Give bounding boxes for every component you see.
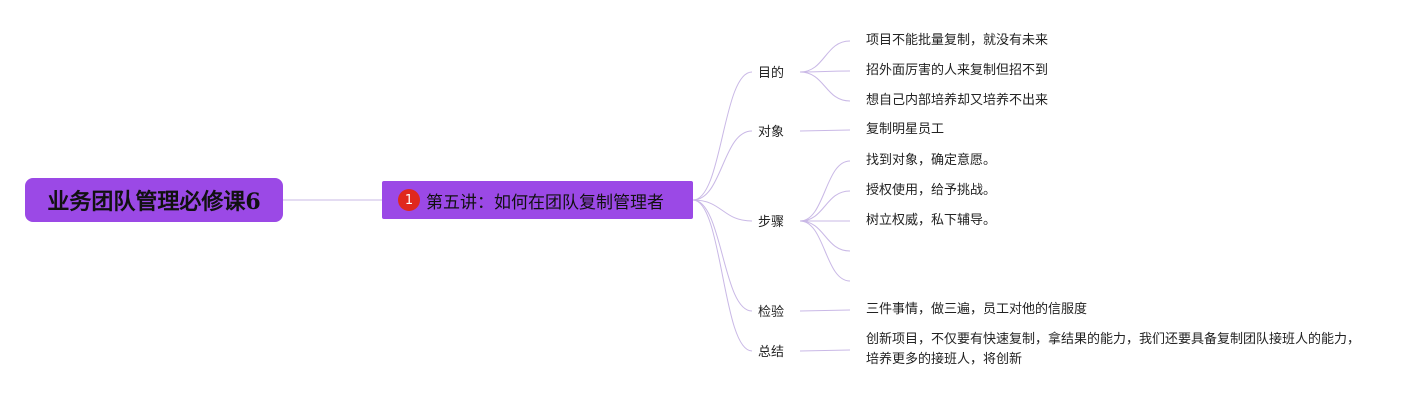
leaf-label: 树立权威，私下辅导。 — [866, 213, 997, 228]
connector-main-branch-3 — [692, 199, 753, 312]
branch-check[interactable]: 检验 — [758, 301, 784, 320]
connector-branch-2-leaf-3 — [799, 220, 851, 252]
connector-branch-2-leaf-4 — [799, 220, 851, 282]
leaf-summary-1[interactable]: 创新项目，不仅要有快速复制，拿结果的能力，我们还要具备复制团队接班人的能力，培养… — [866, 330, 1366, 370]
branch-steps-label: 步骤 — [758, 215, 785, 230]
connector-branch-0-leaf-0 — [799, 40, 851, 73]
branch-summary[interactable]: 总结 — [758, 341, 784, 360]
leaf-steps-1[interactable]: 找到对象，确定意愿。 — [866, 151, 996, 171]
priority-1-icon: 1 — [398, 189, 420, 211]
lecture-node-label: 第五讲：如何在团队复制管理者 — [426, 192, 664, 213]
connector-branch-1-leaf-0 — [799, 129, 851, 132]
leaf-label: 招外面厉害的人来复制但招不到 — [866, 63, 1049, 78]
leaf-purpose-2[interactable]: 招外面厉害的人来复制但招不到 — [866, 61, 1048, 81]
connector-branch-2-leaf-1 — [799, 190, 851, 222]
connector-branch-0-leaf-2 — [799, 71, 851, 102]
connector-main-branch-0 — [692, 71, 753, 201]
root-node-label: 业务团队管理必修课6 — [47, 189, 261, 215]
connector-branch-3-leaf-0 — [799, 309, 851, 312]
branch-purpose[interactable]: 目的 — [758, 62, 784, 81]
branch-steps[interactable]: 步骤 — [758, 211, 784, 230]
leaf-steps-2[interactable]: 授权使用，给予挑战。 — [866, 181, 996, 201]
branch-target[interactable]: 对象 — [758, 121, 784, 140]
leaf-purpose-1[interactable]: 项目不能批量复制，就没有未来 — [866, 31, 1048, 51]
branch-summary-label: 总结 — [758, 345, 785, 360]
leaf-purpose-3[interactable]: 想自己内部培养却又培养不出来 — [866, 91, 1048, 111]
leaf-label: 找到对象，确定意愿。 — [866, 153, 997, 168]
connector-main-branch-1 — [692, 130, 753, 201]
leaf-label: 项目不能批量复制，就没有未来 — [866, 33, 1049, 48]
root-node[interactable]: 业务团队管理必修课6 — [25, 178, 283, 222]
leaf-label: 三件事情，做三遍，员工对他的信服度 — [866, 302, 1088, 317]
leaf-label: 授权使用，给予挑战。 — [866, 183, 997, 198]
leaf-label: 复制明星员工 — [866, 122, 945, 137]
leaf-check-1[interactable]: 三件事情，做三遍，员工对他的信服度 — [866, 300, 1087, 320]
connector-branch-4-leaf-0 — [799, 349, 851, 352]
branch-purpose-label: 目的 — [758, 66, 785, 81]
leaf-target-1[interactable]: 复制明星员工 — [866, 120, 944, 140]
connector-main-branch-4 — [692, 199, 753, 352]
lecture-node[interactable]: 1 第五讲：如何在团队复制管理者 — [382, 181, 693, 219]
connector-main-branch-2 — [692, 199, 753, 222]
connector-branch-0-leaf-1 — [799, 70, 851, 73]
branch-target-label: 对象 — [758, 125, 785, 140]
connector-branch-2-leaf-0 — [799, 160, 851, 222]
leaf-label: 想自己内部培养却又培养不出来 — [866, 93, 1049, 108]
branch-check-label: 检验 — [758, 305, 785, 320]
leaf-steps-3[interactable]: 树立权威，私下辅导。 — [866, 211, 996, 231]
leaf-label: 创新项目，不仅要有快速复制，拿结果的能力，我们还要具备复制团队接班人的能力，培养… — [866, 332, 1361, 367]
